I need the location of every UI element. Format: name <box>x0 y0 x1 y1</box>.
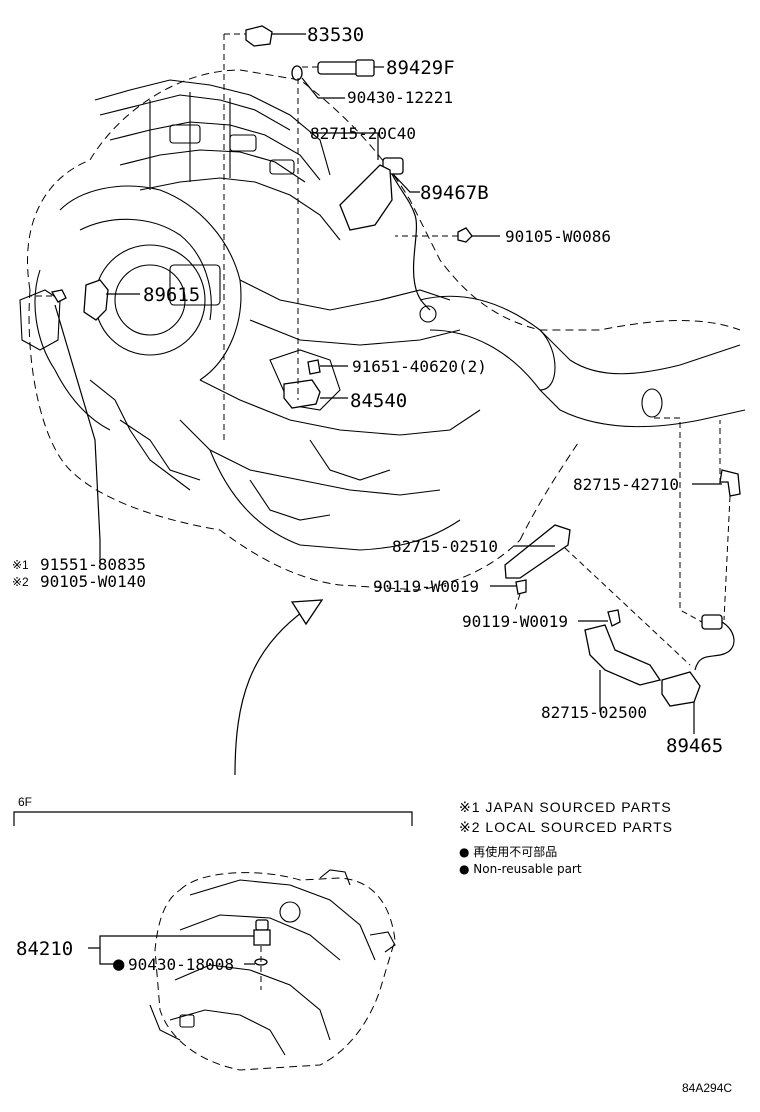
part-84210-switch <box>253 919 271 946</box>
label-90119-W0019-a: 90119-W0019 <box>373 577 479 596</box>
section-label-6F: 6F <box>18 795 32 809</box>
label-90105-W0140: 90105-W0140 <box>40 572 146 591</box>
label-82715-02510: 82715-02510 <box>392 537 498 556</box>
label-91651-40620: 91651-40620(2) <box>352 357 487 376</box>
leader-lines <box>30 33 731 734</box>
part-83530-sensor <box>245 25 273 47</box>
label-90119-W0019-b: 90119-W0019 <box>462 612 568 631</box>
part-89615-sensor <box>50 279 109 321</box>
part-90119-W0019-bolt-b <box>607 609 621 627</box>
part-labels: 83530 89429F 90430-12221 82715-20C40 894… <box>12 24 723 757</box>
label-90430-12221: 90430-12221 <box>347 88 453 107</box>
part-90430-12221-gasket <box>291 65 303 81</box>
non-reusable-dot: ● <box>113 953 125 975</box>
part-89467B-oxygen-sensor <box>339 157 431 311</box>
part-89465-oxygen-sensor <box>661 614 735 707</box>
mark-2: ※2 <box>12 575 29 589</box>
label-89615: 89615 <box>143 284 200 306</box>
note-japan-sourced: ※1 JAPAN SOURCED PARTS <box>459 799 672 815</box>
label-83530: 83530 <box>307 24 364 46</box>
part-91651-40620-bolt <box>307 359 321 375</box>
label-82715-42710: 82715-42710 <box>573 475 679 494</box>
legend-notes: ※1 JAPAN SOURCED PARTS ※2 LOCAL SOURCED … <box>459 799 673 876</box>
note-non-reusable-en: ● Non-reusable part <box>459 862 582 876</box>
note-non-reusable-jp: ● 再使用不可部品 <box>459 844 557 859</box>
label-89467B: 89467B <box>420 182 489 204</box>
figure-code: 84A294C <box>682 1081 732 1095</box>
part-82715-02500-bracket <box>584 624 662 686</box>
part-82715-02510-bracket <box>504 524 571 579</box>
part-90119-W0019-bolt-a <box>515 579 527 595</box>
label-89465: 89465 <box>666 735 723 757</box>
part-90105-W0086-bolt <box>457 227 473 243</box>
label-82715-20C40: 82715-20C40 <box>310 124 416 143</box>
note-local-sourced: ※2 LOCAL SOURCED PARTS <box>459 819 673 835</box>
connecting-arrow <box>234 599 324 776</box>
mark-1: ※1 <box>12 558 29 572</box>
section-6f: 6F 84210 ● 90430-1 <box>13 795 413 1071</box>
part-89429F-sensor <box>317 59 375 77</box>
part-84540-switch <box>283 379 321 409</box>
engine-illustration <box>19 69 746 591</box>
label-91551-80835: 91551-80835 <box>40 555 146 574</box>
label-89429F: 89429F <box>386 57 455 79</box>
label-84210: 84210 <box>16 938 73 960</box>
label-82715-02500: 82715-02500 <box>541 703 647 722</box>
label-90430-18008: 90430-18008 <box>128 955 234 974</box>
label-84540: 84540 <box>350 390 407 412</box>
label-90105-W0086: 90105-W0086 <box>505 227 611 246</box>
part-91551-80835-bolt <box>54 304 101 541</box>
part-82715-42710-clamp <box>719 469 741 497</box>
6f-transaxle-illustration <box>149 869 396 1071</box>
